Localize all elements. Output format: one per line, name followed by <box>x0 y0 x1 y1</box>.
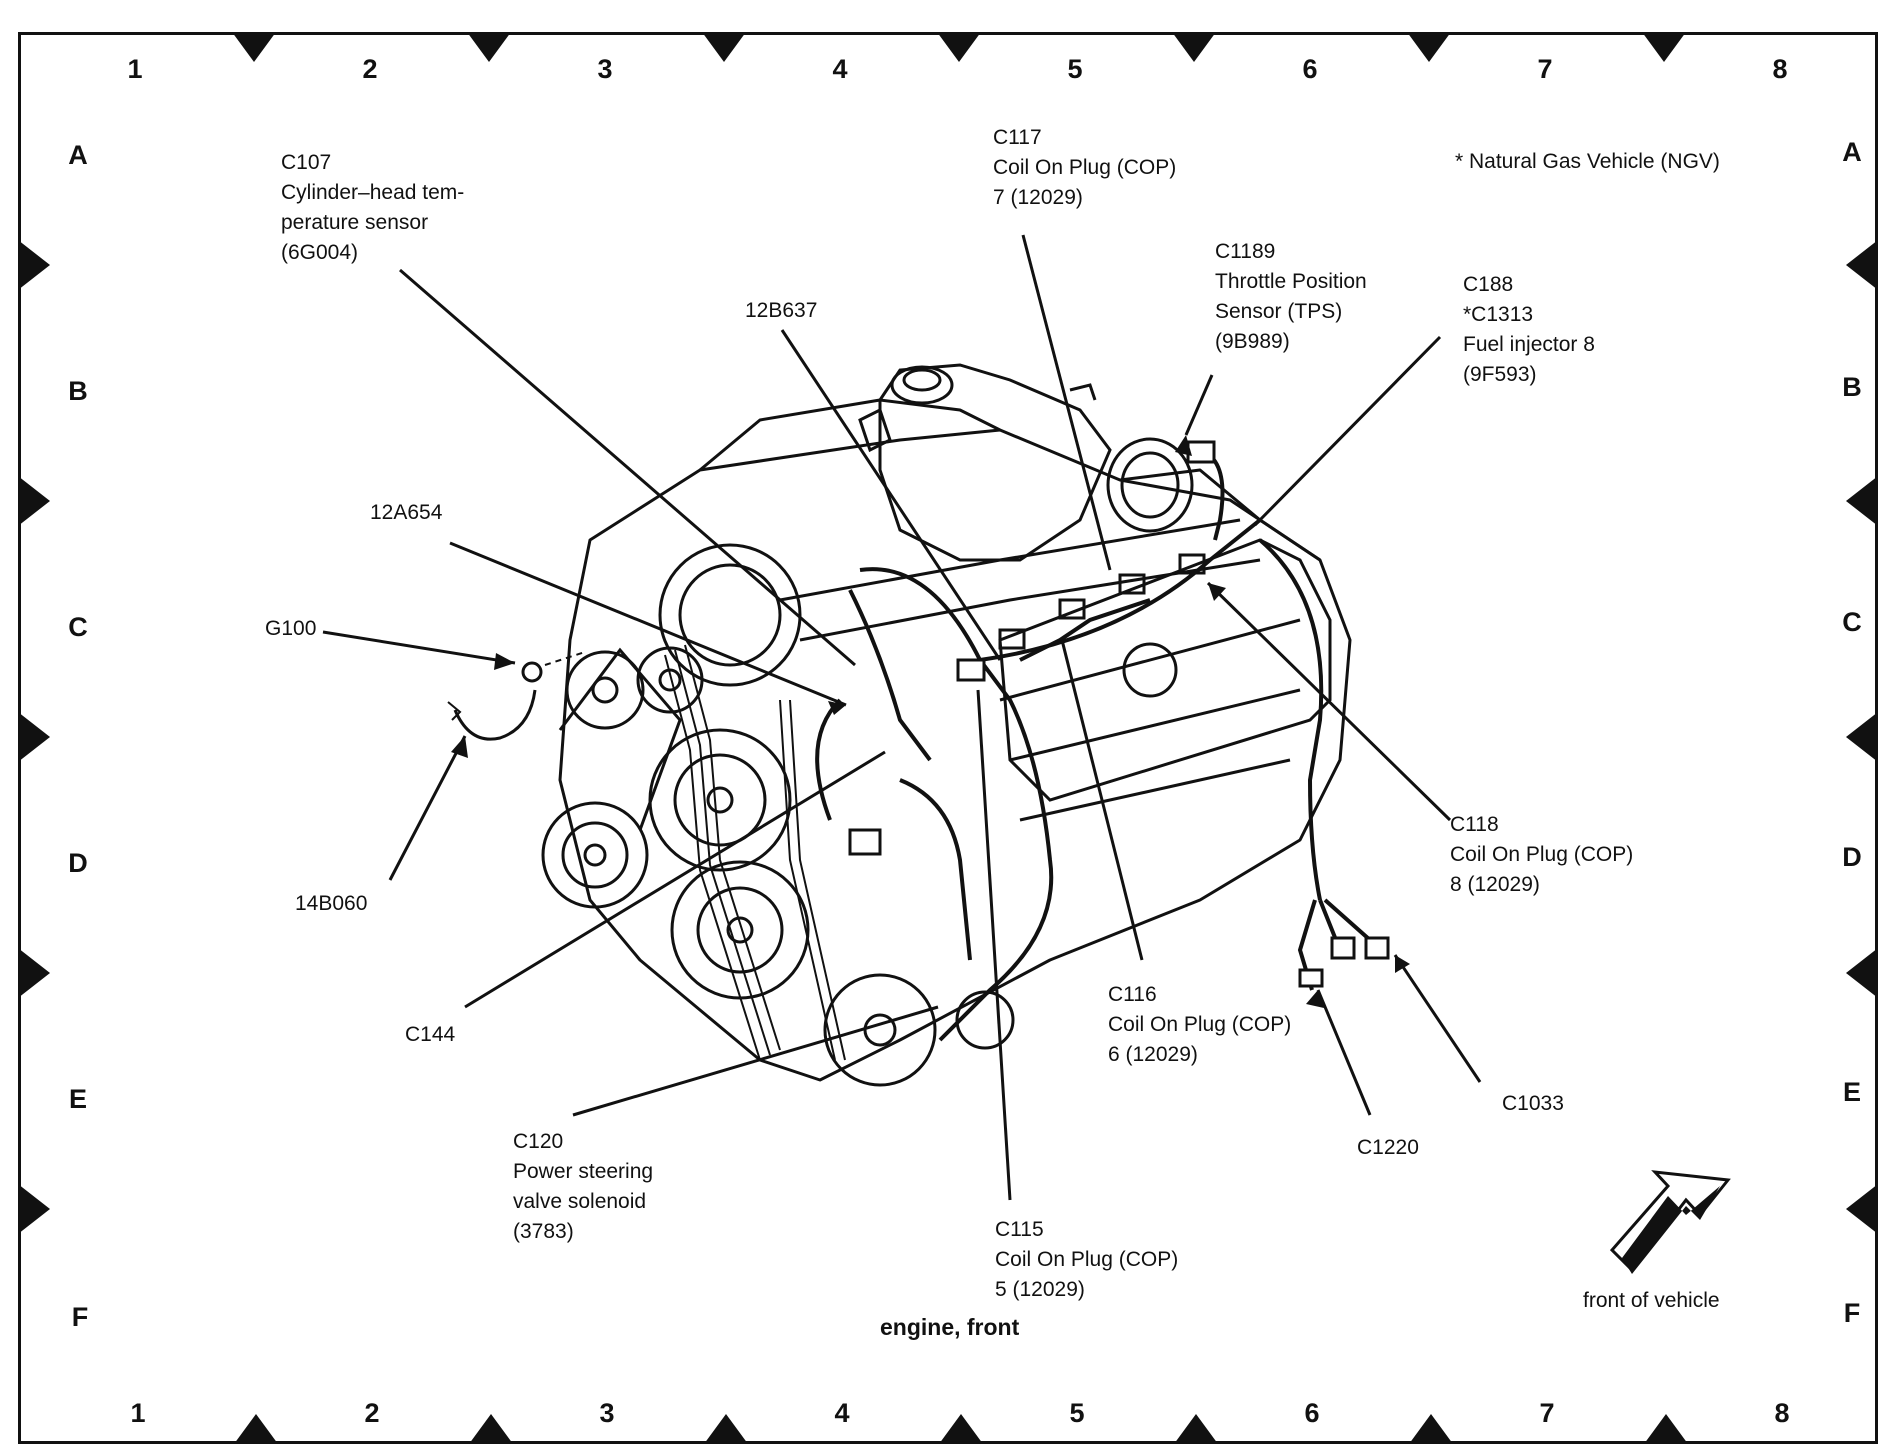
label-c117-line-3: 7 (12029) <box>993 186 1083 209</box>
label-c117-line-1: C117 <box>993 126 1042 149</box>
label-c117: C117 Coil On Plug (COP) 7 (12029) <box>993 123 1176 213</box>
label-c1189: C1189 Throttle Position Sensor (TPS) (9B… <box>1215 237 1367 357</box>
grid-row-c-left: C <box>68 612 88 642</box>
grid-row-b-left: B <box>68 376 88 406</box>
grid-col-2-top: 2 <box>362 54 378 84</box>
label-c1189-line-3: Sensor (TPS) <box>1215 300 1343 323</box>
grid-col-7-top: 7 <box>1537 54 1553 84</box>
front-of-vehicle-arrow <box>1609 1170 1731 1274</box>
label-c115-line-2: Coil On Plug (COP) <box>995 1248 1179 1271</box>
label-c117-line-2: Coil On Plug (COP) <box>993 156 1177 179</box>
label-c1189-line-1: C1189 <box>1215 240 1276 263</box>
drive-belt <box>664 644 846 1061</box>
label-c115: C115 Coil On Plug (COP) 5 (12029) <box>995 1215 1178 1305</box>
label-c116-line-3: 6 (12029) <box>1108 1043 1198 1066</box>
grid-row-d-left: D <box>68 848 88 878</box>
label-c107-line-2: Cylinder–head tem- <box>281 181 465 204</box>
grid-row-f-right: F <box>1843 1298 1861 1328</box>
label-c107-line-3: perature sensor <box>281 211 429 234</box>
label-c1189-line-4: (9B989) <box>1215 330 1290 353</box>
label-c188-line-2: *C1313 <box>1463 303 1534 326</box>
label-c1033: C1033 <box>1502 1092 1564 1115</box>
label-c120: C120 Power steering valve solenoid (3783… <box>513 1127 653 1247</box>
grid-col-5-bottom: 5 <box>1069 1398 1085 1428</box>
grid-row-e-right: E <box>1842 1077 1861 1107</box>
grid-row-f-left: F <box>71 1302 89 1332</box>
label-c116-line-1: C116 <box>1108 983 1157 1006</box>
leader-arrowheads <box>451 435 1410 1008</box>
grid-markers-bottom <box>234 1414 1688 1444</box>
label-c120-line-4: (3783) <box>513 1220 574 1243</box>
label-c107-line-4: (6G004) <box>281 241 359 264</box>
grid-col-3-bottom: 3 <box>599 1398 615 1428</box>
grid-col-2-bottom: 2 <box>364 1398 380 1428</box>
grid-col-8-bottom: 8 <box>1774 1398 1790 1428</box>
label-c118: C118 Coil On Plug (COP) 8 (12029) <box>1450 810 1633 900</box>
label-c120-line-1: C120 <box>513 1130 564 1153</box>
label-c144: C144 <box>405 1023 456 1046</box>
label-g100: G100 <box>265 617 317 640</box>
valve-cover <box>998 538 1332 802</box>
label-c107: C107 Cylinder–head tem- perature sensor … <box>281 148 464 268</box>
grid-col-6-bottom: 6 <box>1304 1398 1320 1428</box>
grid-markers-right <box>1846 240 1878 1234</box>
grid-row-e-left: E <box>68 1084 87 1114</box>
label-c188-line-1: C188 <box>1463 273 1514 296</box>
intake-manifold <box>858 363 1194 562</box>
grid-col-8-top: 8 <box>1772 54 1788 84</box>
engine-block <box>558 398 1352 1082</box>
harness-connectors <box>848 440 1390 988</box>
grid-markers-left <box>18 240 50 1234</box>
label-c188: C188 *C1313 Fuel injector 8 (9F593) <box>1463 270 1595 390</box>
label-c118-line-2: Coil On Plug (COP) <box>1450 843 1634 866</box>
label-c107-line-1: C107 <box>281 151 332 174</box>
leader-lines <box>322 234 1482 1201</box>
label-c115-line-3: 5 (12029) <box>995 1278 1085 1301</box>
label-c116: C116 Coil On Plug (COP) 6 (12029) <box>1108 980 1291 1070</box>
grid-col-1-top: 1 <box>127 54 143 84</box>
grid-row-d-right: D <box>1842 842 1862 872</box>
grid-markers-top <box>232 32 1686 62</box>
label-c120-line-2: Power steering <box>513 1160 654 1183</box>
accessory-pulleys <box>541 543 1015 1087</box>
label-c188-line-3: Fuel injector 8 <box>1463 333 1595 356</box>
label-c116-line-2: Coil On Plug (COP) <box>1108 1013 1292 1036</box>
grid-col-6-top: 6 <box>1302 54 1318 84</box>
label-c118-line-1: C118 <box>1450 813 1499 836</box>
grid-col-7-bottom: 7 <box>1539 1398 1555 1428</box>
label-c118-line-3: 8 (12029) <box>1450 873 1540 896</box>
grid-row-a-left: A <box>68 140 88 170</box>
label-c115-line-1: C115 <box>995 1218 1044 1241</box>
grid-col-4-bottom: 4 <box>834 1398 850 1428</box>
label-12a654: 12A654 <box>370 501 443 524</box>
grid-row-b-right: B <box>1842 372 1862 402</box>
grid-row-c-right: C <box>1842 607 1862 637</box>
grid-col-3-top: 3 <box>597 54 613 84</box>
diagram-caption: engine, front <box>880 1314 1020 1340</box>
label-14b060: 14B060 <box>295 892 368 915</box>
front-of-vehicle-label: front of vehicle <box>1583 1289 1720 1312</box>
label-c1189-line-2: Throttle Position <box>1215 270 1367 293</box>
grid-row-a-right: A <box>1842 137 1862 167</box>
label-c1220: C1220 <box>1357 1136 1419 1159</box>
label-c188-line-4: (9F593) <box>1463 363 1537 386</box>
grid-col-4-top: 4 <box>832 54 848 84</box>
grid-col-1-bottom: 1 <box>130 1398 146 1428</box>
ground-strap <box>447 651 586 741</box>
grid-col-5-top: 5 <box>1067 54 1083 84</box>
ngv-note: * Natural Gas Vehicle (NGV) <box>1455 150 1720 173</box>
label-12b637: 12B637 <box>745 299 818 322</box>
label-c120-line-3: valve solenoid <box>513 1190 647 1213</box>
